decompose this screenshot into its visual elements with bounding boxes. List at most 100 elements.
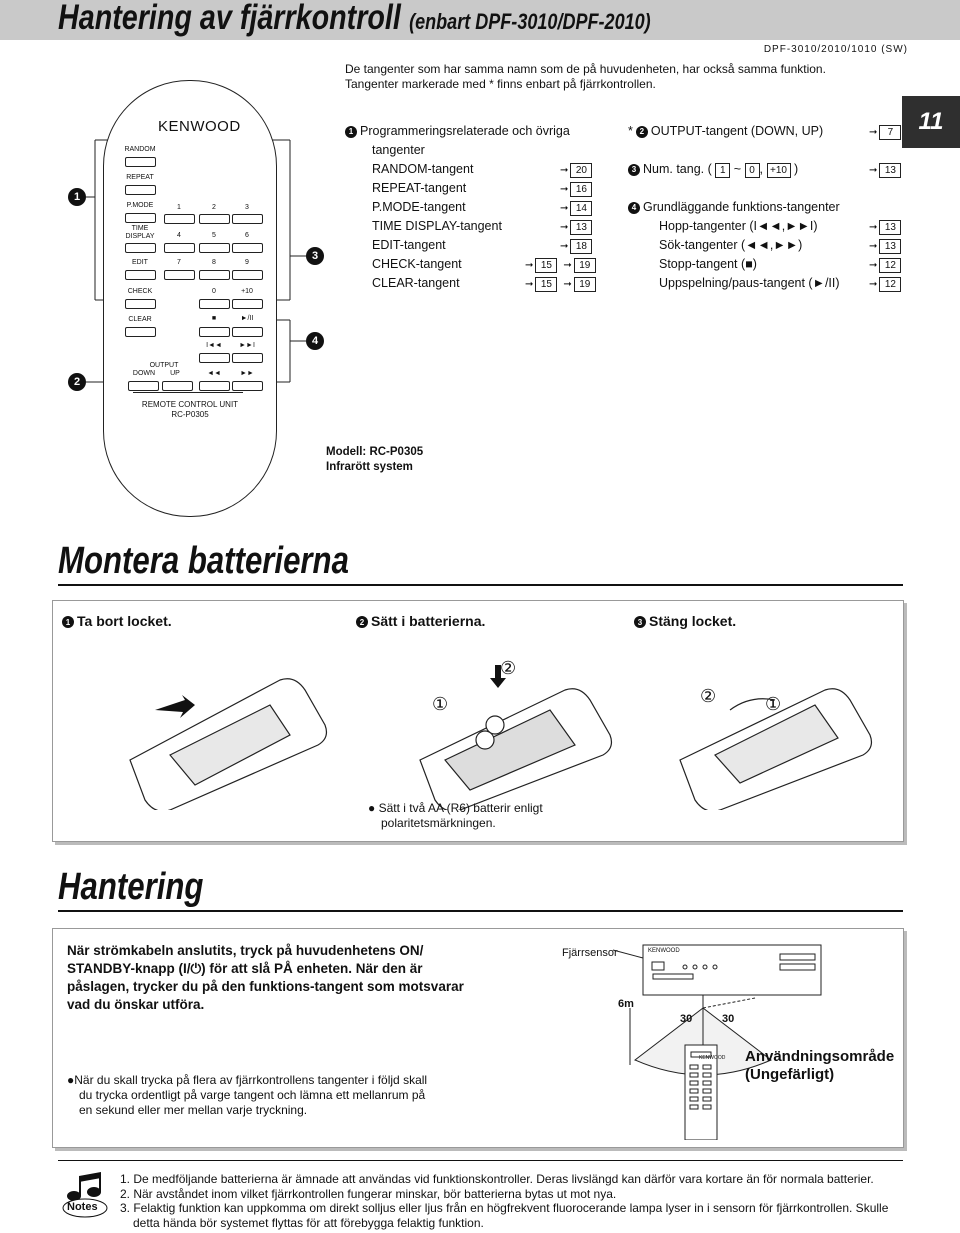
battery-illustrations [129,665,873,810]
remote-repeat-button [125,185,156,195]
remote-digit-5-button [199,243,230,253]
page-ref: 12 [879,277,902,292]
remote-play-label: ►/II [240,315,254,322]
remote-search-back-button [199,381,230,391]
output-asterisk: * [628,124,633,138]
intro-line-1: De tangenter som har samma namn som de p… [345,62,826,76]
key-row-refs: ➞16 [560,179,593,199]
key-row-refs: ➞14 [560,198,593,218]
remote-search-fwd-button [232,381,263,391]
remote-model-line: Modell: RC-P0305 [326,446,424,458]
remote-pmode-button [125,213,156,223]
basic-key-row-ref: ➞12 [869,274,902,294]
remote-output-label: OUTPUT [149,362,179,369]
arrow-icon: ➞ [560,184,569,195]
remote-clear-button [125,327,156,337]
arrow-icon: ➞ [560,165,569,176]
basic-key-row-ref: ➞13 [869,236,902,256]
page-number-tab: 11 [902,96,960,148]
remote-digit-8-button [199,270,230,280]
page-title-text: Hantering av fjärrkontroll [58,0,401,37]
range-diagram [612,944,822,1140]
basic-key-row-label: Hopp-tangenter (I◄◄,►►I) [659,219,818,233]
basic-keys-label: Grundläggande funktions-tangenter [643,200,840,214]
marker-3-small: 3 [628,163,640,176]
remote-label-pmode: P.MODE [126,202,154,209]
lid-number-1: ① [765,694,782,714]
remote-label-edit: EDIT [132,259,148,266]
remote-digit-2-button [199,214,230,224]
remote-up-label: UP [170,370,180,377]
page-ref: 19 [573,258,596,273]
remote-digit-2-label: 2 [212,204,216,211]
remote-unit-model: RC-P0305 [171,410,209,419]
battery-note-text-1: Sätt i två AA (R6) batterir enligt [378,801,543,815]
notes-icon [62,1172,108,1218]
marker-1-step: 1 [62,616,74,629]
page-ref: 15 [535,277,558,292]
basic-key-row-ref: ➞13 [869,217,902,237]
remote-brand-small: KENWOOD [699,1055,726,1061]
operation-text-line3: påslagen, trycker du på den funktions-ta… [67,979,464,994]
remote-digit-3-label: 3 [245,204,249,211]
operation-rule [58,910,903,912]
remote-divider [133,392,243,393]
remote-label-repeat: REPEAT [126,174,154,181]
remote-digit-1-label: 1 [177,204,181,211]
note-3-cont: detta hända bör systemet flyttas för att… [133,1215,484,1230]
remote-digit-9-button [232,270,263,280]
key-row-label: CLEAR-tangent [372,276,460,290]
key-row-refs: ➞15➞19 [525,274,596,294]
basic-key-row-label: Sök-tangenter (◄◄,►►) [659,238,803,252]
operation-title: Hantering [58,866,204,908]
arrow-icon: ➞ [869,279,878,290]
arrow-icon: ➞ [869,260,878,271]
remote-label-random: RANDOM [124,146,156,153]
notes-rule [58,1160,903,1161]
remote-control-drawing [103,80,277,517]
operation-note-line3: en sekund eller mer mellan varje tryckni… [79,1103,308,1117]
remote-time-display-button [125,243,156,253]
page-ref: 13 [570,220,593,235]
remote-search-fwd-label: ►► [240,370,254,377]
num-key-ref: ➞13 [869,160,902,180]
arrow-icon: ➞ [525,279,534,290]
notes-icon-label: Notes [67,1201,98,1213]
remote-skip-back-button [199,353,230,363]
remote-unit-label: REMOTE CONTROL UNIT [141,400,239,409]
marker-2-step: 2 [356,616,368,629]
key-1-box: 1 [715,163,731,178]
battery-step-3-text: Stäng locket. [649,613,737,629]
remote-digit-6-label: 6 [245,232,249,239]
page-title: Hantering av fjärrkontroll (enbart DPF-30… [58,0,651,38]
arrow-icon: ➞ [869,127,878,138]
marker-4-small: 4 [628,201,640,214]
marker-2-small: 2 [635,125,648,138]
battery-note-line2: polaritetsmärkningen. [381,816,496,830]
remote-play-button [232,327,263,337]
bullet-icon: ● [368,801,376,815]
angle-right-label: 30 [722,1013,735,1025]
remote-digit-5-label: 5 [212,232,216,239]
page-ref: 19 [573,277,596,292]
note-1: 1. De medföljande batterierna är ämnade … [120,1172,874,1186]
tilde: ~ [733,162,742,176]
remote-digit-0-label: 0 [212,288,216,295]
remote-skip-fwd-label: ►►I [239,342,255,349]
battery-number-2-top: ② [500,658,517,678]
model-code: DPF-3010/2010/1010 (SW) [763,44,908,55]
arrow-icon: ➞ [560,203,569,214]
remote-skip-back-label: I◄◄ [206,342,222,349]
remote-random-button [125,157,156,167]
num-key-label: Num. tang. ( [643,162,712,176]
page-ref: 14 [570,201,593,216]
arrow-icon: ➞ [869,165,878,176]
note-3: 3. Felaktig funktion kan uppkomma om dir… [120,1201,889,1215]
key-row-label: RANDOM-tangent [372,162,474,176]
page-subtitle: (enbart DPF-3010/DPF-2010) [409,9,651,34]
